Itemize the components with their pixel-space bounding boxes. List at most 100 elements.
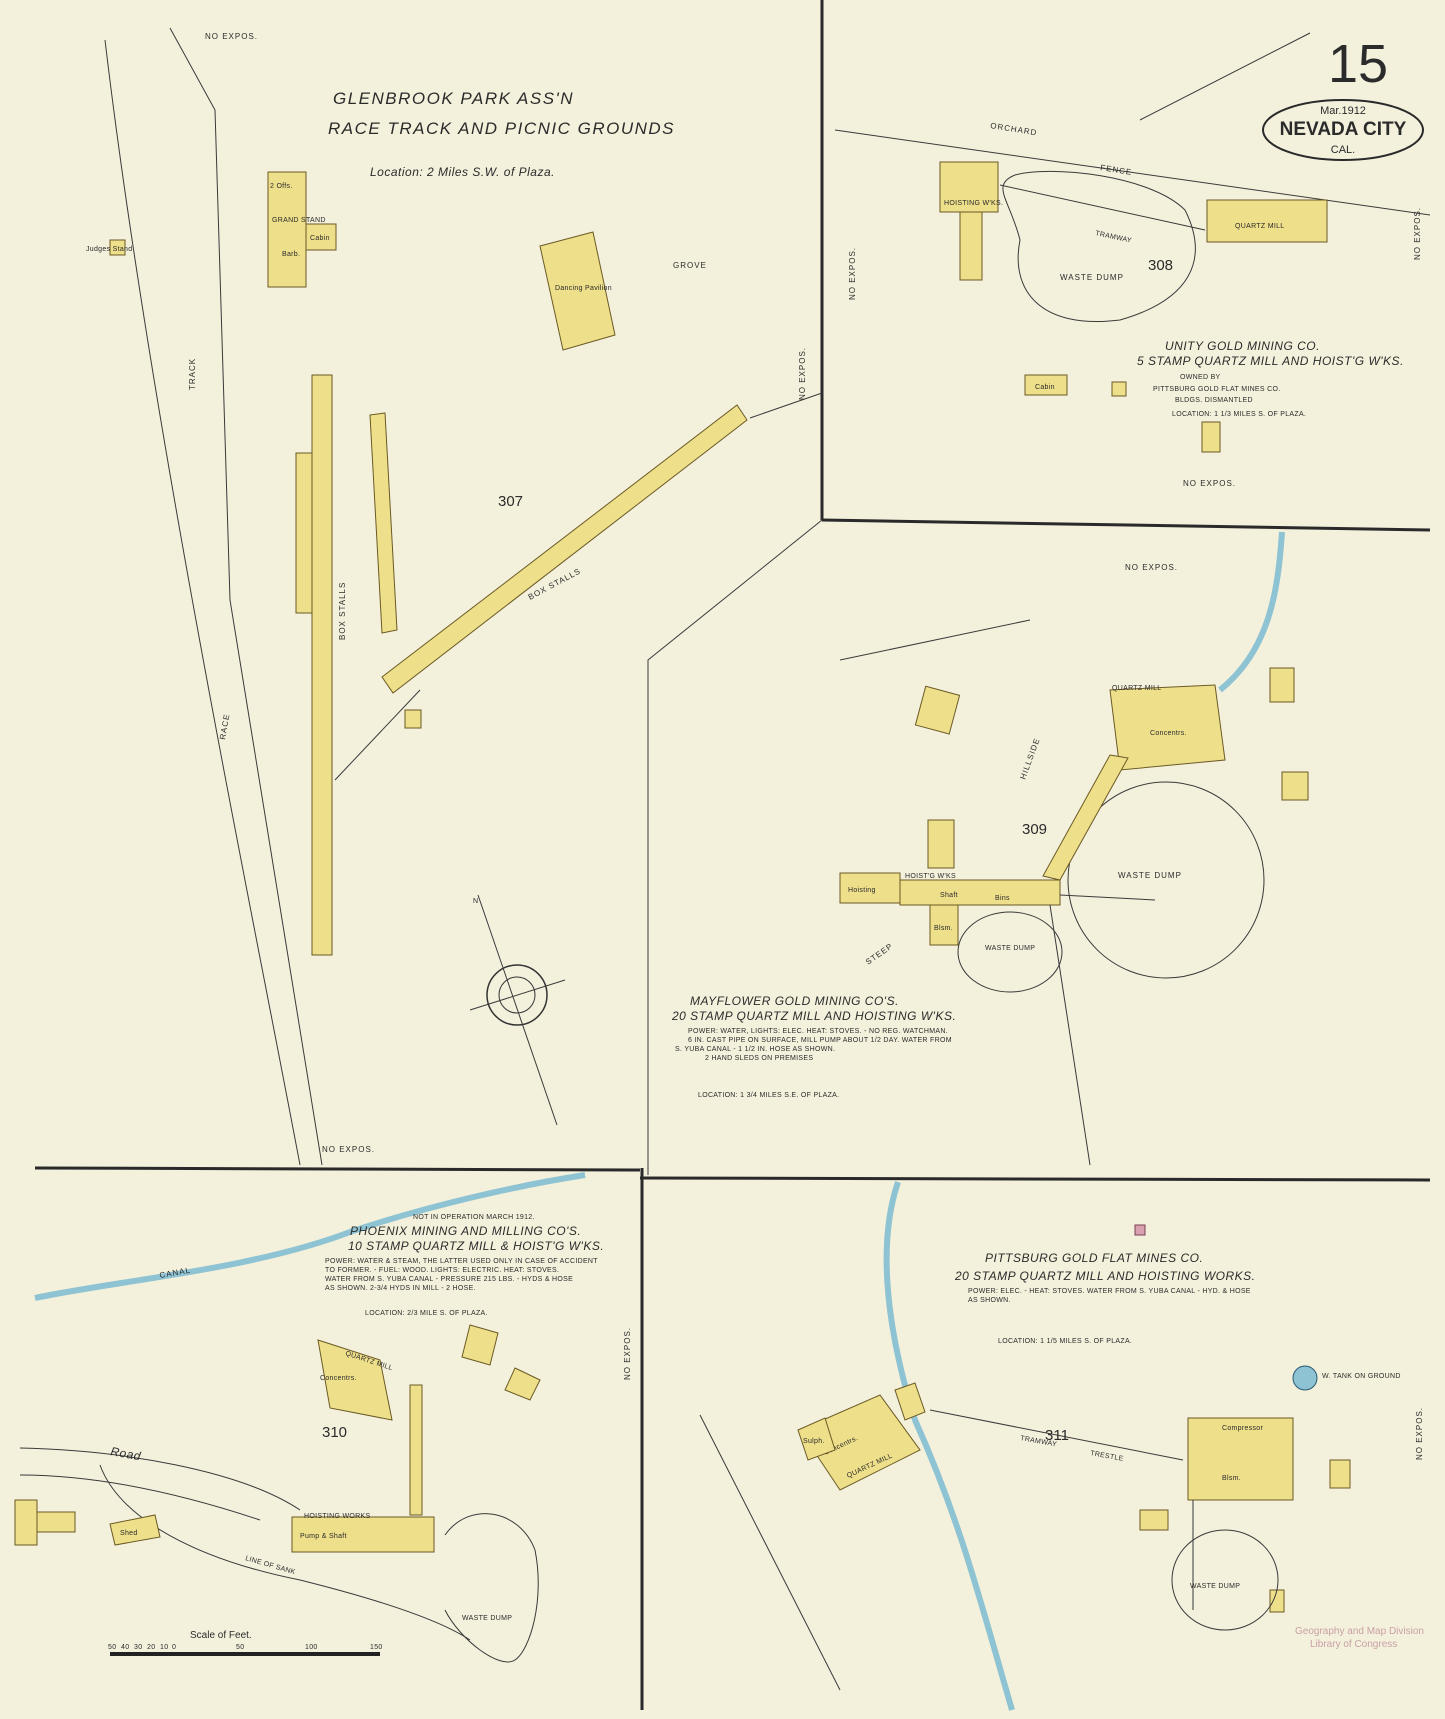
mayflower-hoisting-label: HOIST'G W'KS	[905, 873, 956, 880]
grand-stand-label: GRAND STAND	[272, 217, 326, 224]
mayflower-tramway	[1042, 754, 1129, 881]
unity-orchard-label: ORCHARD	[990, 121, 1038, 137]
mayflower-track-line	[1049, 904, 1091, 1166]
race-label: RACE	[218, 713, 231, 740]
grove-label: GROVE	[673, 261, 707, 270]
mayflower-note-4: 2 HAND SLEDS ON PREMISES	[705, 1055, 813, 1062]
phoenix-not-in-operation: NOT IN OPERATION MARCH 1912.	[413, 1214, 535, 1221]
stamp-line-1: Geography and Map Division	[1295, 1626, 1424, 1637]
mayflower-creek	[1218, 531, 1285, 693]
box-stalls-diagonal-long	[381, 404, 748, 694]
mayflower-waste-dump-circle	[1067, 781, 1265, 979]
phoenix-road-label: Road	[109, 1444, 142, 1463]
judges-stand-label: Judges Stand	[86, 246, 132, 253]
unity-no-expos-bottom: NO EXPOS.	[1183, 479, 1236, 488]
pittsburg-note-2: AS SHOWN.	[968, 1297, 1011, 1304]
pittsburg-waste-dump-outline	[1171, 1529, 1279, 1631]
mayflower-north-arrow	[839, 619, 1031, 661]
phoenix-road-line-a	[19, 1447, 301, 1511]
phoenix-line-of-sank	[99, 1464, 471, 1641]
unity-fence-label: FENCE	[1100, 163, 1133, 177]
fence-line-b	[749, 392, 823, 419]
mayflower-hoisting-building	[839, 872, 901, 904]
pittsburg-title-1: PITTSBURG GOLD FLAT MINES CO.	[985, 1251, 1203, 1265]
unity-no-expos-left: NO EXPOS.	[848, 247, 857, 300]
scale-tick-7: 100	[305, 1644, 318, 1651]
mayflower-note-1: POWER: WATER, LIGHTS: ELEC. HEAT: STOVES…	[688, 1028, 948, 1035]
mayflower-hoist-label: Hoisting	[848, 887, 876, 894]
divider-diagonal	[647, 519, 823, 1175]
divider-horizontal-left	[34, 1166, 641, 1172]
box-stalls-short	[295, 452, 313, 614]
scale-tick-4: 10	[160, 1644, 168, 1651]
page-number: 15	[1328, 34, 1388, 94]
mayflower-title-1: MAYFLOWER GOLD MINING CO'S.	[690, 994, 899, 1008]
unity-north-arrow	[1139, 32, 1311, 121]
pittsburg-sulph-building	[797, 1417, 836, 1461]
pittsburg-building-c	[894, 1382, 926, 1421]
unity-hoisting-annex	[959, 211, 983, 281]
mayflower-waste-dump-label-2: WASTE DUMP	[985, 945, 1035, 952]
unity-waste-dump-outline	[1002, 170, 1196, 322]
race-track-inner-line	[104, 39, 301, 1166]
unity-owned-by: OWNED BY	[1180, 374, 1221, 381]
pittsburg-location: LOCATION: 1 1/5 MILES S. OF PLAZA.	[998, 1338, 1132, 1345]
track-label: TRACK	[188, 358, 197, 390]
panel-glenbrook: GLENBROOK PARK ASS'N RACE TRACK AND PICN…	[86, 27, 823, 1166]
mayflower-hillside-label: HILLSIDE	[1018, 737, 1041, 781]
mayflower-quartz-mill-label: QUARTZ MILL	[1112, 685, 1161, 692]
box-stalls-long	[311, 374, 333, 956]
phoenix-no-expos: NO EXPOS.	[623, 1327, 632, 1380]
phoenix-building-j	[14, 1499, 38, 1546]
box-stalls-diagonal-small	[369, 412, 398, 634]
scale-tick-6: 50	[236, 1644, 244, 1651]
scale-tick-5: 0	[172, 1644, 176, 1651]
stamp-line-2: Library of Congress	[1310, 1639, 1397, 1650]
scale-tick-8: 150	[370, 1644, 383, 1651]
scale-tick-2: 30	[134, 1644, 142, 1651]
scale-of-feet: Scale of Feet. 50 40 30 20 10 0 50 100 1…	[108, 1630, 383, 1656]
unity-hoisting-building	[939, 161, 999, 213]
unity-tramway-label: TRAMWAY	[1095, 230, 1133, 245]
mayflower-blsm-building	[929, 904, 959, 946]
glenbrook-no-expos-top: NO EXPOS.	[205, 32, 258, 41]
phoenix-note-4: AS SHOWN. 2-3/4 HYDS IN MILL - 2 HOSE.	[325, 1285, 476, 1292]
small-stall-building	[404, 709, 422, 729]
library-stamp: Geography and Map Division Library of Co…	[1295, 1626, 1424, 1650]
mayflower-quartz-mill-building	[1109, 684, 1226, 771]
pittsburg-note-1: POWER: ELEC. - HEAT: STOVES. WATER FROM …	[968, 1288, 1251, 1295]
pittsburg-sulph-label: Sulph.	[803, 1438, 825, 1445]
fence-line-a	[334, 689, 421, 781]
pittsburg-north-arrow	[699, 1414, 841, 1691]
mayflower-building-h	[927, 819, 955, 869]
divider-horizontal-bottom	[639, 1176, 1431, 1182]
mayflower-shaft-label: Shaft	[940, 892, 958, 899]
glenbrook-no-expos-bottom: NO EXPOS.	[322, 1145, 375, 1154]
phoenix-note-1: POWER: WATER & STEAM, THE LATTER USED ON…	[325, 1258, 598, 1265]
pittsburg-water-tank-label: W. TANK ON GROUND	[1322, 1373, 1401, 1380]
panel-phoenix: CANAL NOT IN OPERATION MARCH 1912. PHOEN…	[14, 1172, 632, 1663]
mayflower-hoisting-works-building	[899, 879, 1061, 906]
mayflower-title-2: 20 STAMP QUARTZ MILL AND HOISTING W'KS.	[671, 1009, 956, 1023]
block-308: 308	[1148, 257, 1173, 274]
pittsburg-no-expos: NO EXPOS.	[1415, 1407, 1424, 1460]
phoenix-road-line-b	[19, 1474, 261, 1521]
mayflower-building-l	[1281, 771, 1309, 801]
glenbrook-title-1: GLENBROOK PARK ASS'N	[333, 89, 574, 108]
dancing-pavilion-building	[539, 231, 616, 351]
unity-small-building-h	[1201, 421, 1221, 453]
mayflower-steep-label: STEEP	[864, 941, 895, 966]
pittsburg-trestle-label: TRESTLE	[1090, 1450, 1124, 1463]
block-307: 307	[498, 493, 523, 510]
mayflower-concentrs-label: Concentrs.	[1150, 730, 1187, 737]
phoenix-tramway	[409, 1384, 423, 1516]
race-track-outer-line	[169, 27, 323, 1166]
unity-location: LOCATION: 1 1/3 MILES S. OF PLAZA.	[1172, 411, 1306, 418]
scale-tick-3: 20	[147, 1644, 155, 1651]
city-state: CAL.	[1331, 144, 1355, 156]
panel-unity: ORCHARD FENCE WASTE DUMP TRAMWAY HOISTIN…	[834, 32, 1431, 488]
block-310: 310	[322, 1424, 347, 1441]
grand-stand-building	[267, 171, 307, 288]
mayflower-waste-dump-label: WASTE DUMP	[1118, 871, 1182, 880]
